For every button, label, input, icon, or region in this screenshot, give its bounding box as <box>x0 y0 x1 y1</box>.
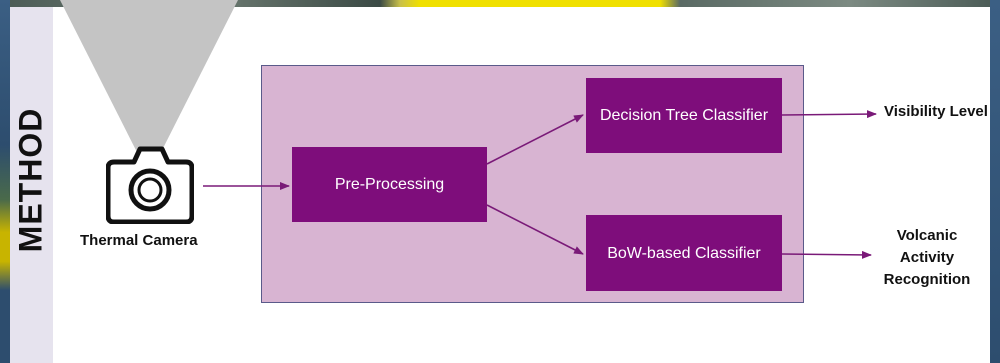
right-edge-strip <box>990 0 1000 363</box>
arrow-bow-to-volcanic <box>781 250 872 259</box>
arrow-preprocessing-to-bow <box>486 204 584 255</box>
camera-label: Thermal Camera <box>80 232 198 249</box>
bow-classifier-block: BoW-based Classifier <box>586 215 782 291</box>
pre-processing-block: Pre-Processing <box>292 147 487 222</box>
background-photo-strip <box>0 0 1000 7</box>
camera-icon <box>106 146 194 224</box>
arrow-preprocessing-to-decision-tree <box>486 114 584 165</box>
bow-classifier-label: BoW-based Classifier <box>607 244 761 262</box>
arrow-decision-tree-to-visibility <box>781 110 877 119</box>
decision-tree-block: Decision Tree Classifier <box>586 78 782 153</box>
output-volcanic-activity: Volcanic Activity Recognition <box>883 227 971 288</box>
decision-tree-label: Decision Tree Classifier <box>599 107 769 124</box>
left-edge-strip <box>0 0 10 363</box>
output-visibility-level: Visibility Level <box>884 103 988 120</box>
method-side-bar <box>10 7 53 363</box>
pre-processing-label: Pre-Processing <box>334 176 445 193</box>
